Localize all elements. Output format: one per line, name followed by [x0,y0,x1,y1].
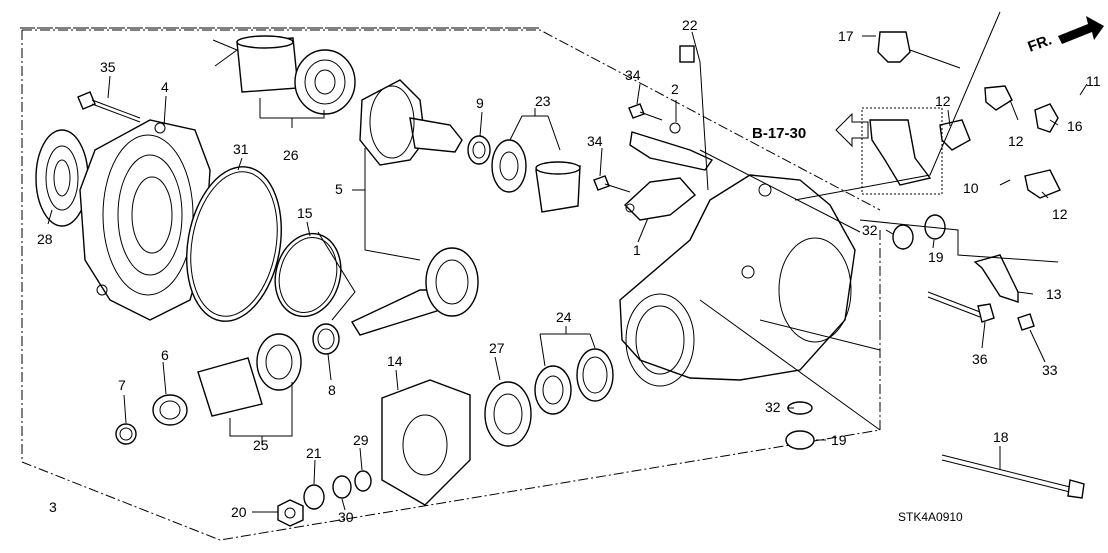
bolt-part [77,91,141,123]
pinion-shaft-part [350,247,479,336]
callout-25: 25 [253,437,269,453]
callout-34b: 34 [587,133,603,149]
callout-18: 18 [993,429,1009,445]
callout-12c: 12 [1052,206,1068,222]
callout-14: 14 [387,353,403,369]
bearing-race-part [197,357,263,417]
cover-plate-part [623,177,697,221]
carrier-cover-part [79,119,211,321]
callout-19a: 19 [928,249,944,265]
callout-16: 16 [1067,118,1083,134]
clamp-part [1024,169,1061,199]
callout-13: 13 [1046,286,1062,302]
companion-flange-part [381,379,471,506]
callout-17: 17 [838,28,854,44]
bearing-race-part [212,35,299,93]
bolt-part [941,454,1085,499]
callout-4: 4 [161,79,169,95]
breather-tube-part [958,11,1081,263]
callout-12b: 12 [1008,133,1024,149]
washer-part [332,475,352,499]
valve-part [877,31,961,69]
drawing-code: STK4A0910 [898,510,963,524]
lock-nut-part [277,499,304,527]
callout-19b: 19 [831,432,847,448]
washer-part [354,470,372,492]
bearing-part [491,139,527,193]
callout-28: 28 [37,231,53,247]
clip-part [1034,103,1059,133]
callout-11: 11 [1086,73,1101,89]
bearing-race-part [535,161,581,213]
callout-27: 27 [489,340,505,356]
drain-plug-part [785,430,815,450]
bracket-part [629,122,714,171]
assembly-boundary [20,27,881,541]
bolt-part [1017,313,1035,331]
callout-26: 26 [283,147,299,163]
callout-20: 20 [231,504,247,520]
callout-3: 3 [49,499,57,515]
taper-bearing-part [256,333,302,391]
callout-36: 36 [972,351,988,367]
callout-21: 21 [306,445,322,461]
callout-10: 10 [963,180,979,196]
bracket-part [973,254,1019,303]
reference-label: B-17-30 [752,125,806,142]
callout-22: 22 [682,17,698,33]
shim-part [312,323,340,355]
o-ring-part [274,231,356,321]
detail-inset [861,107,943,195]
callout-30: 30 [338,509,354,525]
callout-12a: 12 [935,93,951,109]
ring-gear-part [359,79,463,166]
callout-33: 33 [1042,362,1058,378]
callout-34a: 34 [625,67,641,83]
callout-6: 6 [161,347,169,363]
callout-2: 2 [671,81,679,97]
oil-seal-part [35,129,89,227]
washer-part [467,135,491,165]
callout-24: 24 [556,309,572,325]
sealing-washer-part [892,224,914,250]
seal-ring-part [115,423,137,445]
clamp-part [939,119,971,151]
leader-lines [47,11,1088,513]
bearing-part [534,365,572,415]
callout-35: 35 [100,59,116,75]
bearing-part [484,381,532,447]
bearing-race-part [576,348,614,402]
callout-1: 1 [633,242,641,258]
clamp-part [984,85,1013,111]
callout-8: 8 [328,382,336,398]
callout-29: 29 [353,432,369,448]
bolt-part [593,175,631,193]
front-direction-arrow-icon [1058,16,1104,44]
reference-arrow-icon [835,112,869,148]
bolt-part [628,103,663,121]
plug-part [679,45,695,63]
callout-32b: 32 [765,399,781,415]
callout-32a: 32 [862,222,878,238]
front-direction-label: FR. [1026,32,1055,56]
callout-7: 7 [118,377,126,393]
taper-bearing-part [294,49,356,115]
bolt-part [927,291,995,323]
callout-31: 31 [233,141,249,157]
callout-labels: 1 2 3 4 5 6 7 8 9 10 11 12 12 12 13 14 1… [37,17,1101,525]
callout-23: 23 [535,93,551,109]
callout-9: 9 [476,95,484,111]
callout-5: 5 [335,181,343,197]
callout-15: 15 [297,205,313,221]
o-ring-large-part [186,166,282,322]
washer-part [303,484,325,510]
collar-part [152,394,188,426]
